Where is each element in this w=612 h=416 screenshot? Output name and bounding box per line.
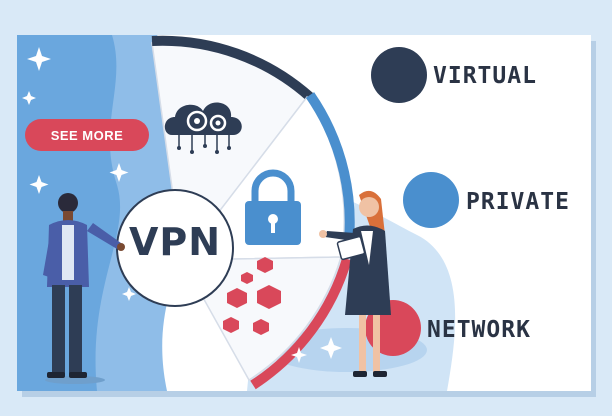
vpn-illustration-card: SEE MORE VPN VIRTUAL PRIVATE NETWORK xyxy=(17,35,591,391)
padlock-icon xyxy=(245,169,301,245)
fan-arc-red xyxy=(250,257,352,390)
fan-arc-navy xyxy=(151,35,314,101)
sparkle-icon xyxy=(22,47,342,363)
private-word: PRIVATE xyxy=(466,189,570,215)
fan-segment-bottom xyxy=(180,256,343,382)
virtual-word: VIRTUAL xyxy=(433,63,537,89)
network-word: NETWORK xyxy=(427,317,531,343)
vpn-label: VPN xyxy=(128,220,222,264)
virtual-bullet xyxy=(371,47,427,103)
hexagons-icon xyxy=(223,257,281,335)
private-bullet xyxy=(403,172,459,228)
cloud-gears-icon xyxy=(164,102,242,154)
woman-figure xyxy=(319,190,391,377)
man-figure xyxy=(43,193,125,384)
see-more-button[interactable]: SEE MORE xyxy=(25,119,149,151)
